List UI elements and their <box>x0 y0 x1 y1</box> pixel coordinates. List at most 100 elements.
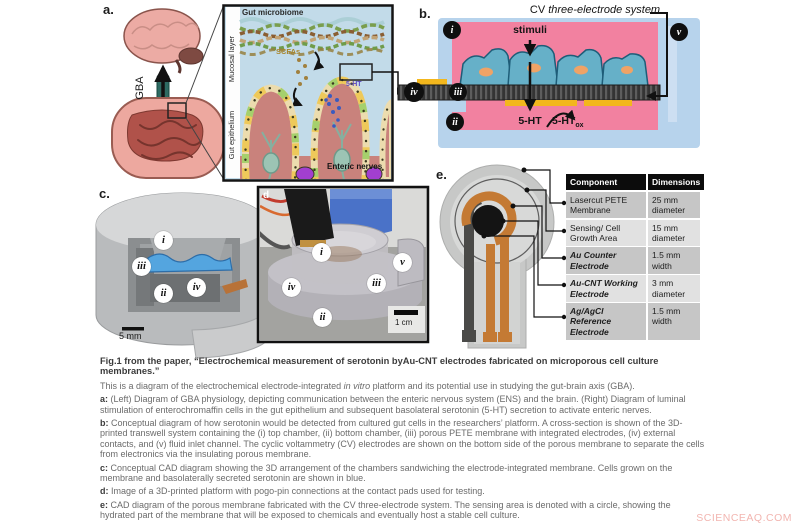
callout-dots <box>481 167 567 320</box>
gray-wire <box>260 231 291 250</box>
serotonin-inset-label: 5-HT <box>346 81 362 88</box>
copper-trace <box>486 244 495 340</box>
component-cell: Ag/AgCl Reference Electrode <box>566 303 646 340</box>
marker-d-i: i <box>312 243 331 262</box>
table-row: Lasercut PETE Membrane 25 mm diameter <box>566 191 700 219</box>
gold-electrode-bottom <box>505 100 577 106</box>
scale-bar-d <box>394 310 418 315</box>
enteric-nerves-label: Enteric nerves <box>327 162 383 171</box>
component-cell: Au Counter Electrode <box>566 247 646 274</box>
scale-bar-c-label: 5 mm <box>119 331 142 341</box>
fluid-inlet-channel <box>668 26 677 122</box>
gut-inset <box>222 4 394 182</box>
marker-d-iii: iii <box>367 274 386 293</box>
pogo-pin-connector <box>284 189 334 246</box>
cv-system-title: CV three-electrode system <box>520 4 670 16</box>
cv-title-italic: three-electrode system <box>548 4 661 16</box>
dimensions-cell: 1.5 mm width <box>648 247 700 274</box>
caption-item-b: b: Conceptual diagram of how serotonin w… <box>100 418 706 460</box>
electrode-lead-bracket <box>646 12 668 101</box>
marker-d-iv: iv <box>282 278 301 297</box>
caption-title: Fig.1 from the paper, “Electrochemical m… <box>100 356 659 377</box>
dimensions-cell: 3 mm diameter <box>648 275 700 302</box>
gut-cells <box>459 44 649 87</box>
crypt-cells <box>365 166 383 179</box>
scale-bar-d-label: 1 cm <box>395 318 413 327</box>
table-row: Au Counter Electrode 1.5 mm width <box>566 247 700 274</box>
marker-c-iii: iii <box>132 257 151 276</box>
caption-text-c: Conceptual CAD diagram showing the 3D ar… <box>100 462 673 484</box>
villus-left <box>241 84 300 179</box>
scfa-dots <box>296 58 308 86</box>
gut-epithelium-label: Gut epithelium <box>227 110 236 160</box>
cell-layer-blue <box>147 253 233 273</box>
panel-b-art <box>397 12 700 148</box>
panel-e-art <box>439 164 567 349</box>
marker-c-iv: iv <box>187 278 206 297</box>
table-row: Au-CNT Working Electrode 3 mm diameter <box>566 275 700 302</box>
caption-text-a: (Left) Diagram of GBA physiology, depict… <box>100 394 686 415</box>
marker-b-iv: iv <box>404 82 424 102</box>
marker-c-ii: ii <box>154 284 173 303</box>
table-header-row: Component Dimensions <box>566 174 705 191</box>
caption-item-d: d: Image of a 3D-printed platform with p… <box>100 486 706 496</box>
caption-item-c: c: Conceptual CAD diagram showing the 3D… <box>100 463 706 484</box>
panel-b-label: b. <box>419 6 431 21</box>
table-header-component: Component <box>566 174 646 191</box>
gut-microbiome-label: Gut microbiome <box>242 8 304 17</box>
dimensions-cell: 25 mm diameter <box>648 191 700 219</box>
component-cell: Au-CNT Working Electrode <box>566 275 646 302</box>
serotonin-ox-label: 5-HTox <box>552 115 584 129</box>
magnifier-line-bottom <box>185 117 224 179</box>
caption-prefix-c: c: <box>100 462 109 473</box>
caption-text-e: CAD diagram of the porous membrane fabri… <box>100 499 671 521</box>
brain-illustration <box>123 8 204 74</box>
scale-bar-c <box>122 327 144 331</box>
caption-prefix-b: b: <box>100 418 109 429</box>
enteric-neuron-left <box>261 131 281 179</box>
serotonin-label: 5-HT <box>518 115 542 127</box>
caption-prefix-a: a: <box>100 394 109 405</box>
zoom-source-box <box>167 102 187 119</box>
component-dimensions-table: Component Dimensions Lasercut PETE Membr… <box>566 174 705 341</box>
caption-item-e: e: CAD diagram of the porous membrane fa… <box>100 500 706 521</box>
panel-a-label: a. <box>103 2 114 17</box>
caption-intro-pre: This is a diagram of the electrochemical… <box>100 380 344 391</box>
stimuli-label: stimuli <box>513 24 547 36</box>
gba-label: GBA <box>134 76 146 100</box>
caption-prefix-e: e: <box>100 499 109 510</box>
scfas-label: SCFAs <box>276 47 301 56</box>
cv-title-upright: CV <box>529 4 546 16</box>
counter-electrode-arc <box>461 191 517 247</box>
gold-contact-top <box>417 79 447 85</box>
gold-pins <box>300 240 326 247</box>
copper-trace <box>500 238 509 340</box>
villus-partial <box>379 99 391 179</box>
panel-c-label: c. <box>99 186 110 201</box>
marker-d-v: v <box>393 253 412 272</box>
marker-b-v: v <box>670 23 688 41</box>
marker-c-i: i <box>154 231 173 250</box>
callout-lines <box>484 169 564 318</box>
panel-d-label: d <box>263 190 270 201</box>
intestines-illustration <box>111 97 225 179</box>
caption-text-d: Image of a 3D-printed platform with pogo… <box>108 486 485 497</box>
table-header-dimensions: Dimensions <box>648 174 705 191</box>
mucosal-layer-label: Mucosal layer <box>227 35 236 83</box>
table-row: Sensing/ Cell Growth Area 15 mm diameter <box>566 219 700 246</box>
serotonin-dots <box>324 94 341 128</box>
caption-intro: This is a diagram of the electrochemical… <box>100 381 706 391</box>
marker-b-i: i <box>443 21 461 39</box>
component-cell: Sensing/ Cell Growth Area <box>566 219 646 246</box>
sensing-area-circle <box>454 178 540 264</box>
marker-d-ii: ii <box>313 308 332 327</box>
watermark: SCIENCEAQ.COM <box>696 512 792 524</box>
caption-intro-italic: in vitro <box>343 380 371 391</box>
figure-caption: Fig.1 from the paper, “Electrochemical m… <box>100 356 706 524</box>
magnifier-line-top <box>185 6 224 104</box>
marker-b-iii: iii <box>449 83 467 101</box>
enteric-neuron-right <box>332 121 352 179</box>
caption-prefix-d: d: <box>100 486 109 497</box>
panel-a-art <box>111 4 405 182</box>
